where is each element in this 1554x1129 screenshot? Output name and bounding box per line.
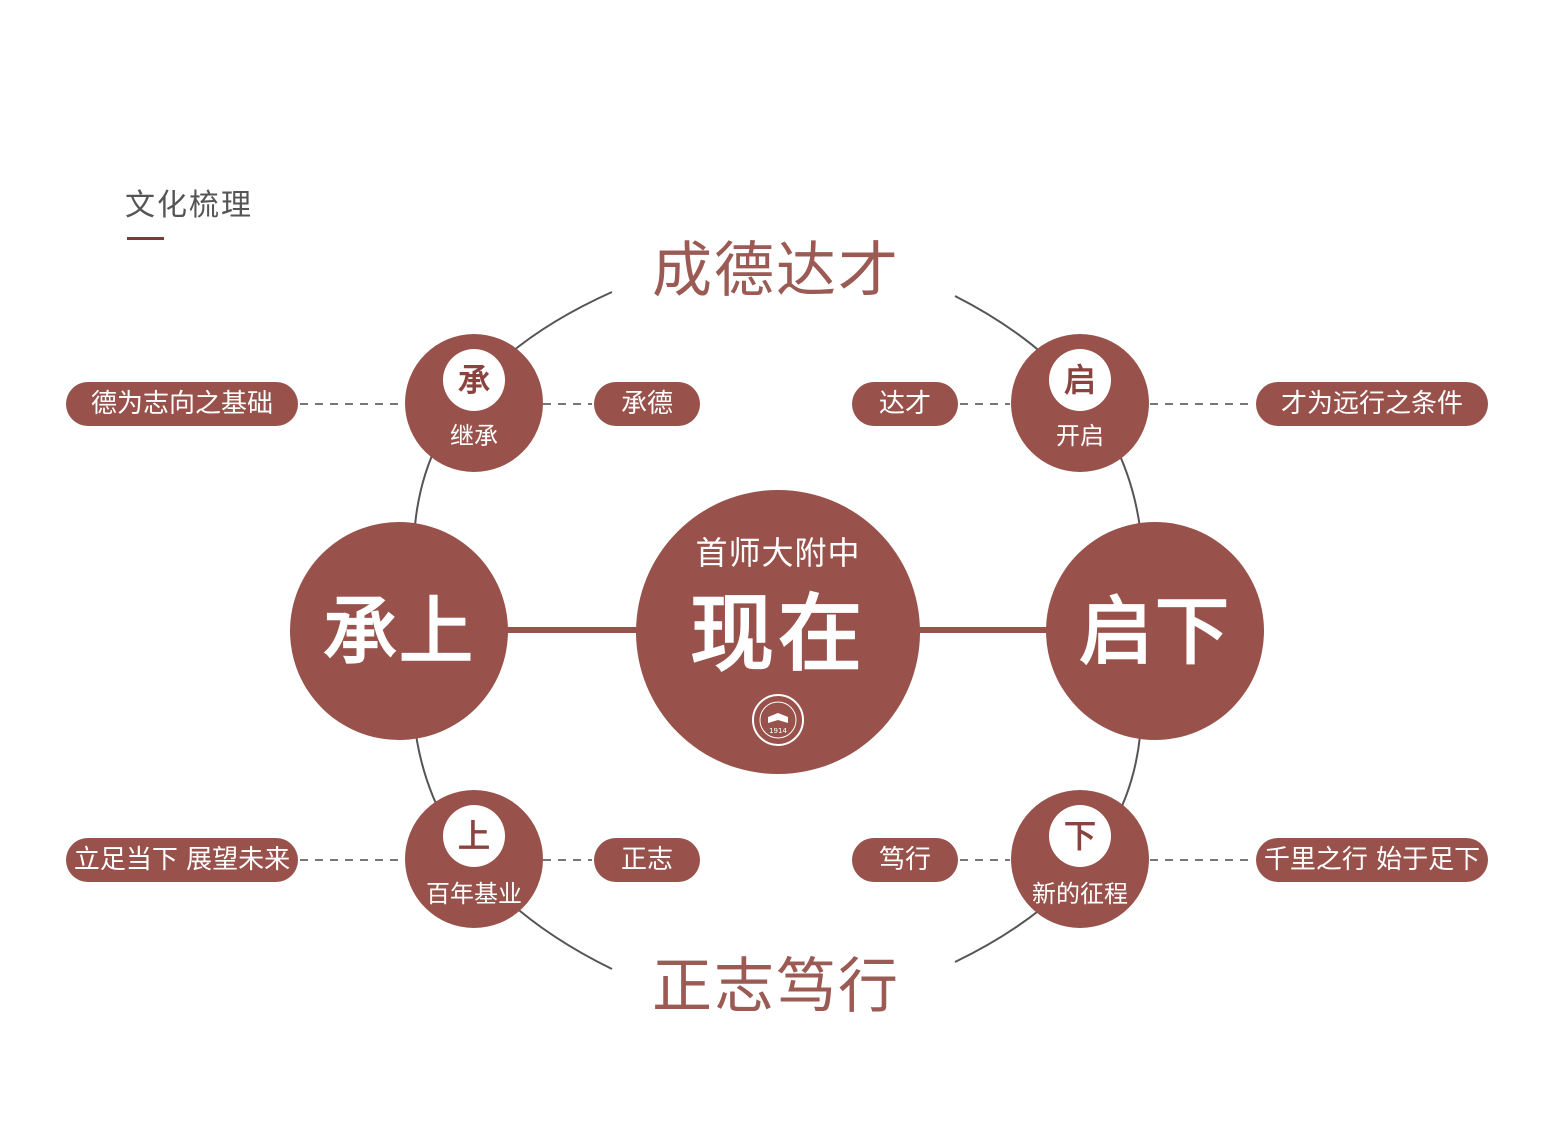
node-bottom-left-badge: 上 <box>443 805 505 867</box>
motto-top: 成德达才 <box>652 236 900 306</box>
pill-top-right-outer: 才为远行之条件 <box>1256 382 1488 426</box>
node-bottom-right-label: 新的征程 <box>1032 880 1128 908</box>
node-bottom-left-label: 百年基业 <box>426 880 522 908</box>
seal-year: 1914 <box>769 727 787 735</box>
center-title: 现在 <box>689 584 866 683</box>
right-circle-label: 启下 <box>1079 589 1231 675</box>
node-top-left-badge: 承 <box>443 349 505 411</box>
node-top-right-label: 开启 <box>1056 422 1104 450</box>
right-circle: 启下 <box>1046 522 1264 740</box>
node-bottom-right-badge: 下 <box>1049 805 1111 867</box>
node-top-right-badge: 启 <box>1049 349 1111 411</box>
node-top-left: 承 继承 <box>405 334 543 472</box>
center-subtitle: 首师大附中 <box>695 534 861 572</box>
pill-top-right-inner: 达才 <box>852 382 958 426</box>
pill-top-left-inner: 承德 <box>594 382 700 426</box>
pill-bottom-left-inner: 正志 <box>594 838 700 882</box>
node-top-right: 启 开启 <box>1011 334 1149 472</box>
pill-top-left-outer: 德为志向之基础 <box>66 382 298 426</box>
motto-bottom: 正志笃行 <box>652 952 900 1022</box>
center-circle: 首师大附中 现在 <box>636 490 920 774</box>
pill-bottom-left-outer: 立足当下 展望未来 <box>66 838 298 882</box>
title-underline <box>127 237 164 240</box>
section-title: 文化梳理 <box>125 188 253 223</box>
node-bottom-right: 下 新的征程 <box>1011 790 1149 928</box>
left-circle-label: 承上 <box>323 589 475 675</box>
pill-bottom-right-outer: 千里之行 始于足下 <box>1256 838 1488 882</box>
left-circle: 承上 <box>290 522 508 740</box>
node-bottom-left: 上 百年基业 <box>405 790 543 928</box>
school-seal-icon: 1914 <box>752 694 804 746</box>
node-top-left-label: 继承 <box>450 422 498 450</box>
pill-bottom-right-inner: 笃行 <box>852 838 958 882</box>
